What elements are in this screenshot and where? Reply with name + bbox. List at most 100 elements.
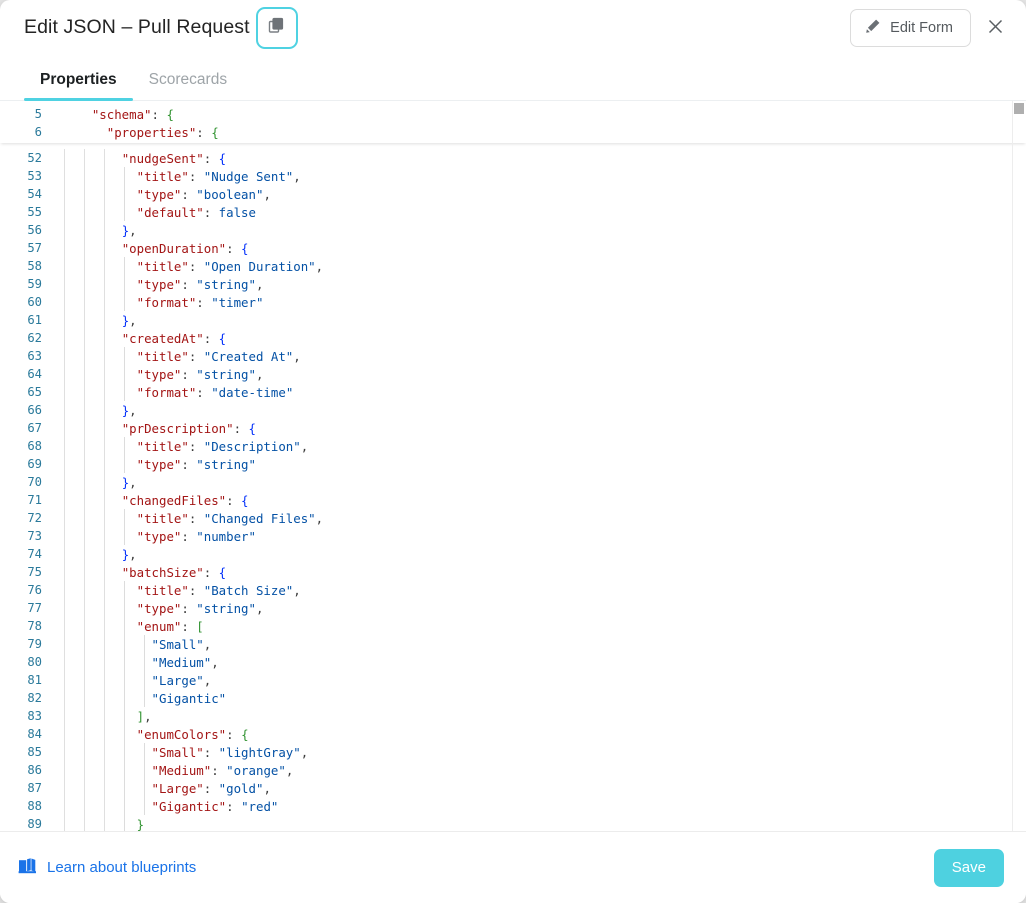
code-line[interactable]: 61 }, [0, 311, 1026, 329]
token: "Large" [151, 672, 204, 688]
code-text[interactable]: }, [44, 547, 1026, 562]
code-text[interactable]: "default": false [44, 205, 1026, 220]
code-text[interactable]: } [44, 817, 1026, 832]
code-text[interactable]: "Gigantic": "red" [44, 799, 1026, 814]
code-text[interactable]: "type": "number" [44, 529, 1026, 544]
code-line[interactable]: 71 "changedFiles": { [0, 491, 1026, 509]
code-line[interactable]: 56 }, [0, 221, 1026, 239]
code-line[interactable]: 68 "title": "Description", [0, 437, 1026, 455]
code-text[interactable]: "type": "string", [44, 277, 1026, 292]
token: { [241, 240, 249, 256]
code-text[interactable]: "title": "Description", [44, 439, 1026, 454]
code-text[interactable]: "prDescription": { [44, 421, 1026, 436]
code-line[interactable]: 76 "title": "Batch Size", [0, 581, 1026, 599]
code-text[interactable]: "enumColors": { [44, 727, 1026, 742]
code-line[interactable]: 70 }, [0, 473, 1026, 491]
code-line[interactable]: 85 "Small": "lightGray", [0, 743, 1026, 761]
token: "createdAt" [121, 330, 204, 346]
code-line[interactable]: 79 "Small", [0, 635, 1026, 653]
code-line[interactable]: 62 "createdAt": { [0, 329, 1026, 347]
code-line[interactable]: 55 "default": false [0, 203, 1026, 221]
code-line[interactable]: 72 "title": "Changed Files", [0, 509, 1026, 527]
code-line[interactable]: 88 "Gigantic": "red" [0, 797, 1026, 815]
code-text[interactable]: "type": "boolean", [44, 187, 1026, 202]
close-button[interactable] [978, 11, 1012, 45]
code-line[interactable]: 87 "Large": "gold", [0, 779, 1026, 797]
code-text[interactable]: "createdAt": { [44, 331, 1026, 346]
code-line[interactable]: 57 "openDuration": { [0, 239, 1026, 257]
code-line[interactable]: 80 "Medium", [0, 653, 1026, 671]
code-line[interactable]: 59 "type": "string", [0, 275, 1026, 293]
code-line[interactable]: 63 "title": "Created At", [0, 347, 1026, 365]
code-text[interactable]: "changedFiles": { [44, 493, 1026, 508]
token: : [226, 492, 242, 508]
line-number: 68 [27, 439, 42, 453]
code-text[interactable]: "format": "timer" [44, 295, 1026, 310]
code-text[interactable]: "title": "Open Duration", [44, 259, 1026, 274]
code-lines-container[interactable]: 52 "nudgeSent": {53 "title": "Nudge Sent… [0, 149, 1026, 831]
code-line[interactable]: 69 "type": "string" [0, 455, 1026, 473]
code-text[interactable]: "Small": "lightGray", [44, 745, 1026, 760]
code-text[interactable]: "schema": { [44, 107, 1026, 122]
code-text[interactable]: "Large": "gold", [44, 781, 1026, 796]
edit-form-button[interactable]: Edit Form [850, 8, 971, 47]
code-line[interactable]: 53 "title": "Nudge Sent", [0, 167, 1026, 185]
code-text[interactable]: "type": "string", [44, 601, 1026, 616]
code-text[interactable]: "type": "string", [44, 367, 1026, 382]
code-line[interactable]: 67 "prDescription": { [0, 419, 1026, 437]
tab-properties[interactable]: Properties [24, 71, 133, 101]
code-text[interactable]: }, [44, 403, 1026, 418]
learn-about-blueprints-link[interactable]: Learn about blueprints [18, 857, 196, 878]
code-line[interactable]: 89 } [0, 815, 1026, 832]
code-line[interactable]: 81 "Large", [0, 671, 1026, 689]
code-line[interactable]: 83 ], [0, 707, 1026, 725]
code-text[interactable]: "batchSize": { [44, 565, 1026, 580]
token: "type" [136, 528, 182, 544]
tab-scorecards[interactable]: Scorecards [133, 71, 243, 100]
code-text[interactable]: "properties": { [44, 125, 1026, 140]
code-line[interactable]: 73 "type": "number" [0, 527, 1026, 545]
code-line[interactable]: 75 "batchSize": { [0, 563, 1026, 581]
code-line[interactable]: 60 "format": "timer" [0, 293, 1026, 311]
code-text[interactable]: ], [44, 709, 1026, 724]
code-line[interactable]: 78 "enum": [ [0, 617, 1026, 635]
code-text[interactable]: "title": "Batch Size", [44, 583, 1026, 598]
code-text[interactable]: }, [44, 475, 1026, 490]
token: : [211, 762, 227, 778]
code-text[interactable]: "format": "date-time" [44, 385, 1026, 400]
code-text[interactable]: "title": "Changed Files", [44, 511, 1026, 526]
sticky-code-line[interactable]: 5 "schema": { [0, 105, 1026, 123]
code-line[interactable]: 58 "title": "Open Duration", [0, 257, 1026, 275]
code-line[interactable]: 84 "enumColors": { [0, 725, 1026, 743]
copy-button[interactable] [255, 6, 298, 49]
code-line[interactable]: 82 "Gigantic" [0, 689, 1026, 707]
code-text[interactable]: }, [44, 223, 1026, 238]
code-line[interactable]: 54 "type": "boolean", [0, 185, 1026, 203]
code-line[interactable]: 66 }, [0, 401, 1026, 419]
code-text[interactable]: "title": "Nudge Sent", [44, 169, 1026, 184]
code-text[interactable]: }, [44, 313, 1026, 328]
code-text[interactable]: "openDuration": { [44, 241, 1026, 256]
code-line[interactable]: 65 "format": "date-time" [0, 383, 1026, 401]
editor-vertical-scrollbar[interactable] [1012, 101, 1026, 831]
code-text[interactable]: "enum": [ [44, 619, 1026, 634]
code-text[interactable]: "Medium": "orange", [44, 763, 1026, 778]
token: "format" [136, 294, 197, 310]
code-line[interactable]: 86 "Medium": "orange", [0, 761, 1026, 779]
token: "title" [136, 258, 189, 274]
scrollbar-thumb[interactable] [1014, 103, 1024, 114]
code-line[interactable]: 64 "type": "string", [0, 365, 1026, 383]
code-text[interactable]: "Gigantic" [44, 691, 1026, 706]
code-text[interactable]: "Medium", [44, 655, 1026, 670]
save-button[interactable]: Save [933, 848, 1004, 887]
code-line[interactable]: 77 "type": "string", [0, 599, 1026, 617]
code-line[interactable]: 52 "nudgeSent": { [0, 149, 1026, 167]
code-text[interactable]: "nudgeSent": { [44, 151, 1026, 166]
code-line[interactable]: 74 }, [0, 545, 1026, 563]
json-editor[interactable]: 5 "schema": {6 "properties": { 52 "nudge… [0, 101, 1026, 831]
sticky-code-line[interactable]: 6 "properties": { [0, 123, 1026, 141]
code-text[interactable]: "type": "string" [44, 457, 1026, 472]
code-text[interactable]: "title": "Created At", [44, 349, 1026, 364]
code-text[interactable]: "Small", [44, 637, 1026, 652]
code-text[interactable]: "Large", [44, 673, 1026, 688]
